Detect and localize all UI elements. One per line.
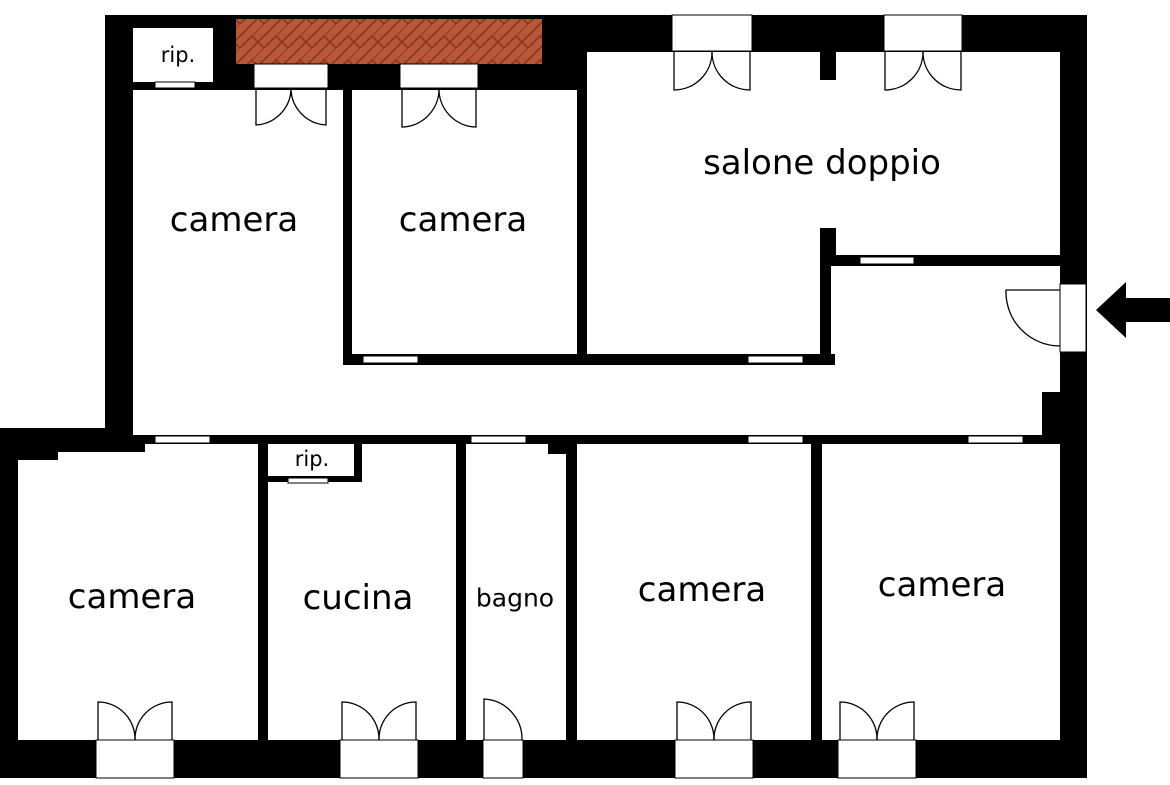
room-corridor <box>145 266 1060 435</box>
label-salone-doppio: salone doppio <box>703 143 941 183</box>
label-camera-top-left: camera <box>170 200 298 240</box>
label-rip-bottom: rip. <box>295 447 329 471</box>
room-floors <box>18 27 1060 740</box>
label-camera-bottom-right: camera <box>878 565 1006 605</box>
door-openings <box>154 81 1024 484</box>
windows <box>95 14 1087 779</box>
room-camera-bottom-right <box>822 444 1060 740</box>
label-camera-top-mid: camera <box>399 200 527 240</box>
room-cucina <box>268 444 456 740</box>
room-labels: rip. camera camera salone doppio rip. ca… <box>68 43 1006 618</box>
room-camera-bottom-mid <box>577 444 811 740</box>
label-bagno: bagno <box>476 584 554 613</box>
terrace-brick-pattern <box>236 19 542 64</box>
label-rip-top: rip. <box>161 43 195 67</box>
room-salone-doppio <box>587 52 1060 354</box>
room-bagno <box>466 444 566 740</box>
label-camera-bottom-mid: camera <box>638 570 766 610</box>
label-cucina: cucina <box>303 578 414 618</box>
door-swings <box>97 51 1061 741</box>
label-camera-bottom-left: camera <box>68 577 196 617</box>
interior-walls <box>0 22 1087 744</box>
entrance-arrow-icon <box>1096 282 1170 338</box>
room-camera-top-mid <box>352 90 577 354</box>
room-camera-bottom-left <box>18 444 258 740</box>
